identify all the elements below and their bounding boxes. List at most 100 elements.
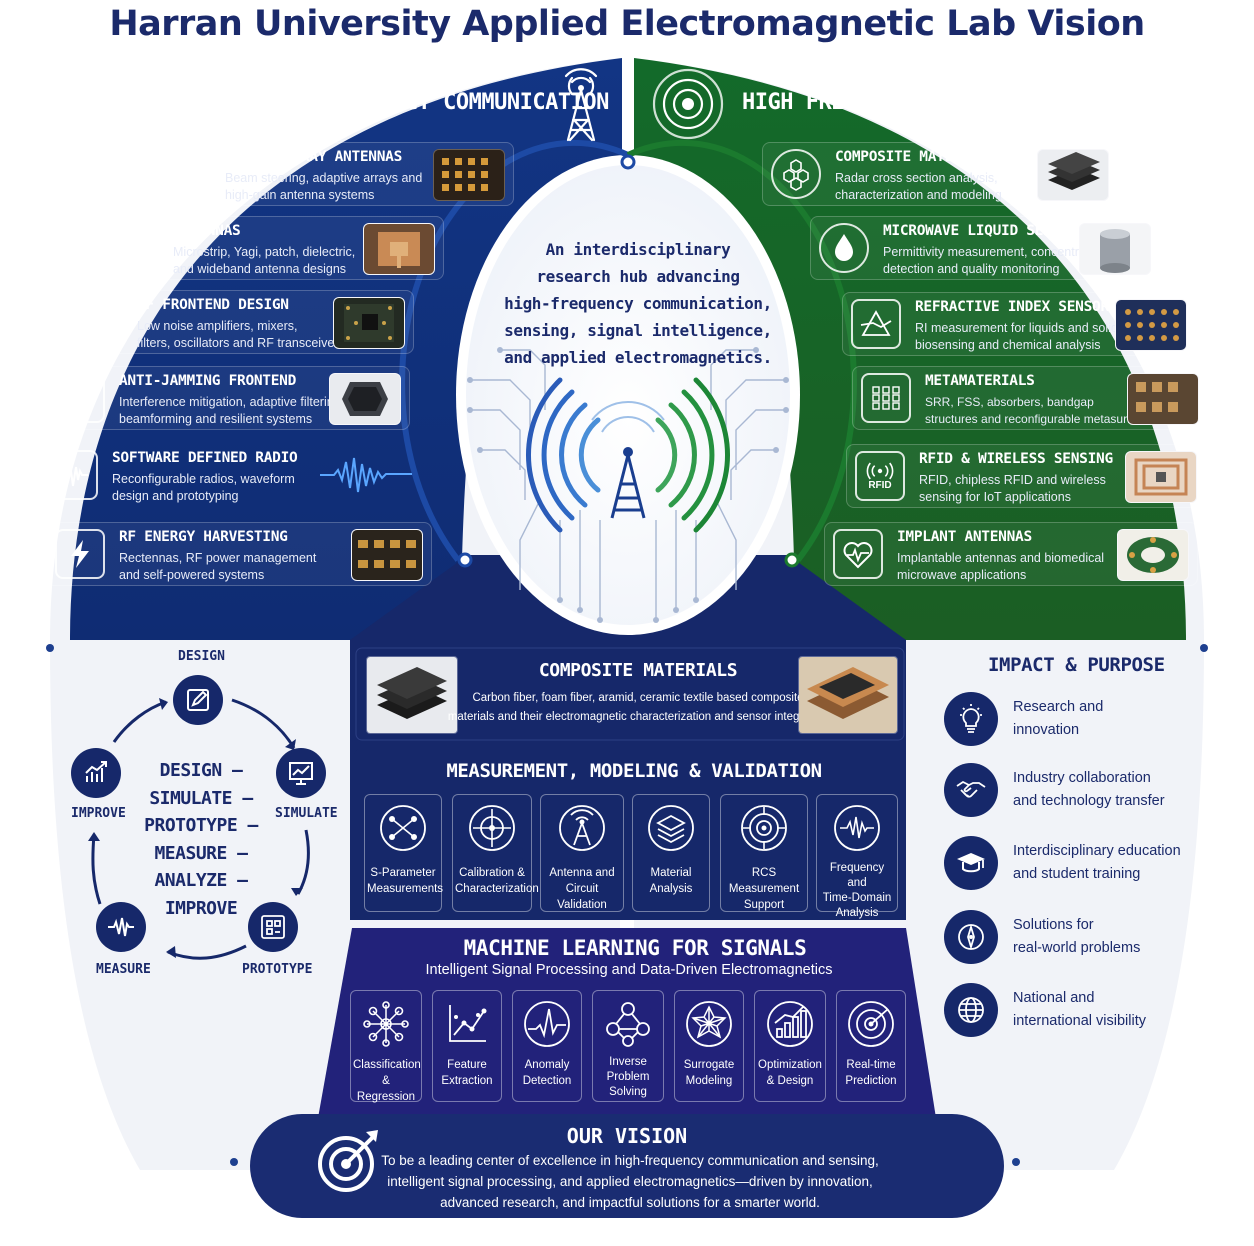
sensor-array-image — [1115, 299, 1187, 351]
lightbulb-icon — [944, 692, 998, 746]
impact-item-visibility: National and international visibility — [944, 983, 1234, 1039]
cycle-label-improve: IMPROVE — [71, 806, 126, 821]
cycle-label-simulate: SIMULATE — [275, 806, 338, 821]
hub-antenna-icon — [525, 377, 731, 533]
card-anti-jamming-frontend[interactable]: ANTI-JAMMING FRONTEND Interference mitig… — [46, 366, 410, 430]
composite-stack-image — [1037, 149, 1109, 201]
card-phased-array-antennas[interactable]: PHASED ARRAY ANTENNAS Beam steering, ada… — [152, 142, 514, 206]
tile-calibration[interactable]: Calibration &Characterization — [452, 794, 539, 912]
patch-antenna-image — [363, 223, 435, 275]
card-software-defined-radio[interactable]: SOFTWARE DEFINED RADIO Reconfigurable ra… — [40, 444, 412, 508]
measurement-title: MEASUREMENT, MODELING & VALIDATION — [446, 760, 822, 782]
radar-icon — [848, 1001, 894, 1047]
layers-icon — [648, 805, 694, 851]
card-metamaterials[interactable]: METAMATERIALS SRR, FSS, absorbers, bandg… — [852, 366, 1208, 430]
radar-target-icon — [652, 68, 724, 140]
prism-icon — [851, 299, 901, 349]
cycle-label-design: DESIGN — [178, 649, 225, 664]
ml-subtitle: Intelligent Signal Processing and Data-D… — [425, 962, 833, 978]
handshake-icon — [944, 763, 998, 817]
droplet-icon — [819, 223, 869, 273]
phased-array-icon — [161, 149, 211, 199]
cycle-node-prototype[interactable] — [248, 902, 298, 952]
rf-board-image — [333, 297, 405, 349]
composite-sheets-image — [798, 656, 898, 734]
chip-icon — [73, 297, 123, 347]
cycle-node-simulate[interactable] — [276, 748, 326, 798]
card-refractive-index-sensors[interactable]: REFRACTIVE INDEX SENSORS RI measurement … — [842, 292, 1196, 356]
mesh-icon — [686, 1001, 732, 1047]
composite-title: COMPOSITE MATERIALS — [538, 660, 738, 681]
cycle-label-prototype: PROTOTYPE — [242, 962, 313, 977]
page-title: Harran University Applied Electromagneti… — [109, 4, 1145, 44]
pencil-icon — [187, 689, 209, 711]
crosshair-icon — [469, 805, 515, 851]
rfid-icon: RFID — [855, 451, 905, 501]
card-rfid-wireless-sensing[interactable]: RFID RFID & WIRELESS SENSING RFID, chipl… — [846, 444, 1206, 508]
scatter-plot-icon — [449, 1005, 487, 1042]
cycle-node-improve[interactable] — [71, 748, 121, 798]
card-rf-frontend-design[interactable]: RF FRONTEND DESIGN Low noise amplifiers,… — [64, 290, 414, 354]
circuit-board-icon — [261, 915, 285, 939]
vision-statement: To be a leading center of excellence in … — [381, 1153, 879, 1210]
graduation-cap-icon — [944, 836, 998, 890]
rfid-tag-image — [1125, 451, 1197, 503]
target-icon — [741, 805, 787, 851]
card-implant-antennas[interactable]: IMPLANT ANTENNAS Implantable antennas an… — [824, 522, 1198, 586]
liquid-cylinder-image — [1079, 223, 1151, 275]
ml-title: MACHINE LEARNING FOR SIGNALS — [463, 936, 807, 960]
sensing-panel — [634, 58, 1186, 640]
tile-classification[interactable]: Classification &Regression — [350, 990, 422, 1103]
growth-chart-icon — [85, 761, 107, 782]
waveform-icon — [48, 450, 98, 500]
rectenna-board-image — [351, 529, 423, 581]
heart-icon — [833, 529, 883, 579]
lightning-icon — [55, 529, 105, 579]
card-rf-energy-harvesting[interactable]: RF ENERGY HARVESTING Rectennas, RF power… — [46, 522, 432, 586]
antenna-icon — [109, 223, 159, 273]
communication-header: HIGH FREQUENCY COMMUNICATION — [252, 90, 609, 115]
card-composite-materials-rcs[interactable]: COMPOSITE MATERIALS & RCS Radar cross se… — [762, 142, 1118, 206]
metasurface-image — [1127, 373, 1199, 425]
target-arrow-icon — [318, 1130, 378, 1192]
phased-array-image — [433, 149, 505, 201]
waveform-icon — [108, 917, 134, 937]
tower-icon — [559, 805, 605, 851]
carbon-fiber-image — [366, 656, 458, 734]
bar-chart-icon — [767, 1001, 813, 1047]
impact-title: IMPACT & PURPOSE — [988, 654, 1165, 676]
impact-item-education: Interdisciplinary education and student … — [944, 836, 1234, 892]
cycle-label-measure: MEASURE — [96, 962, 151, 977]
card-antennas[interactable]: ANTENNAS Microstrip, Yagi, patch, dielec… — [100, 216, 444, 280]
cycle-node-design[interactable] — [173, 675, 223, 725]
network-icon — [380, 805, 426, 851]
grid-icon — [861, 373, 911, 423]
globe-icon — [944, 983, 998, 1037]
impact-item-solutions: Solutions for real-world problems — [944, 910, 1234, 966]
cycle-node-measure[interactable] — [96, 902, 146, 952]
compass-icon — [944, 910, 998, 964]
composite-description: Carbon fiber, foam fiber, aramid, cerami… — [447, 692, 829, 723]
vision-title: OUR VISION — [566, 1124, 688, 1148]
hexagon-icon — [771, 149, 821, 199]
impact-item-industry: Industry collaboration and technology tr… — [944, 763, 1234, 819]
impact-item-research: Research and innovation — [944, 692, 1234, 748]
card-microwave-liquid-sensors[interactable]: MICROWAVE LIQUID SENSORS Permittivity me… — [810, 216, 1160, 280]
neural-network-icon — [363, 1001, 409, 1047]
tile-optimization-design[interactable]: Optimization& Design — [754, 990, 826, 1102]
implant-ring-image — [1117, 529, 1189, 581]
shield-module-image — [329, 373, 401, 425]
sensing-header: HIGH FREQUENCY SENSING — [742, 90, 1023, 115]
